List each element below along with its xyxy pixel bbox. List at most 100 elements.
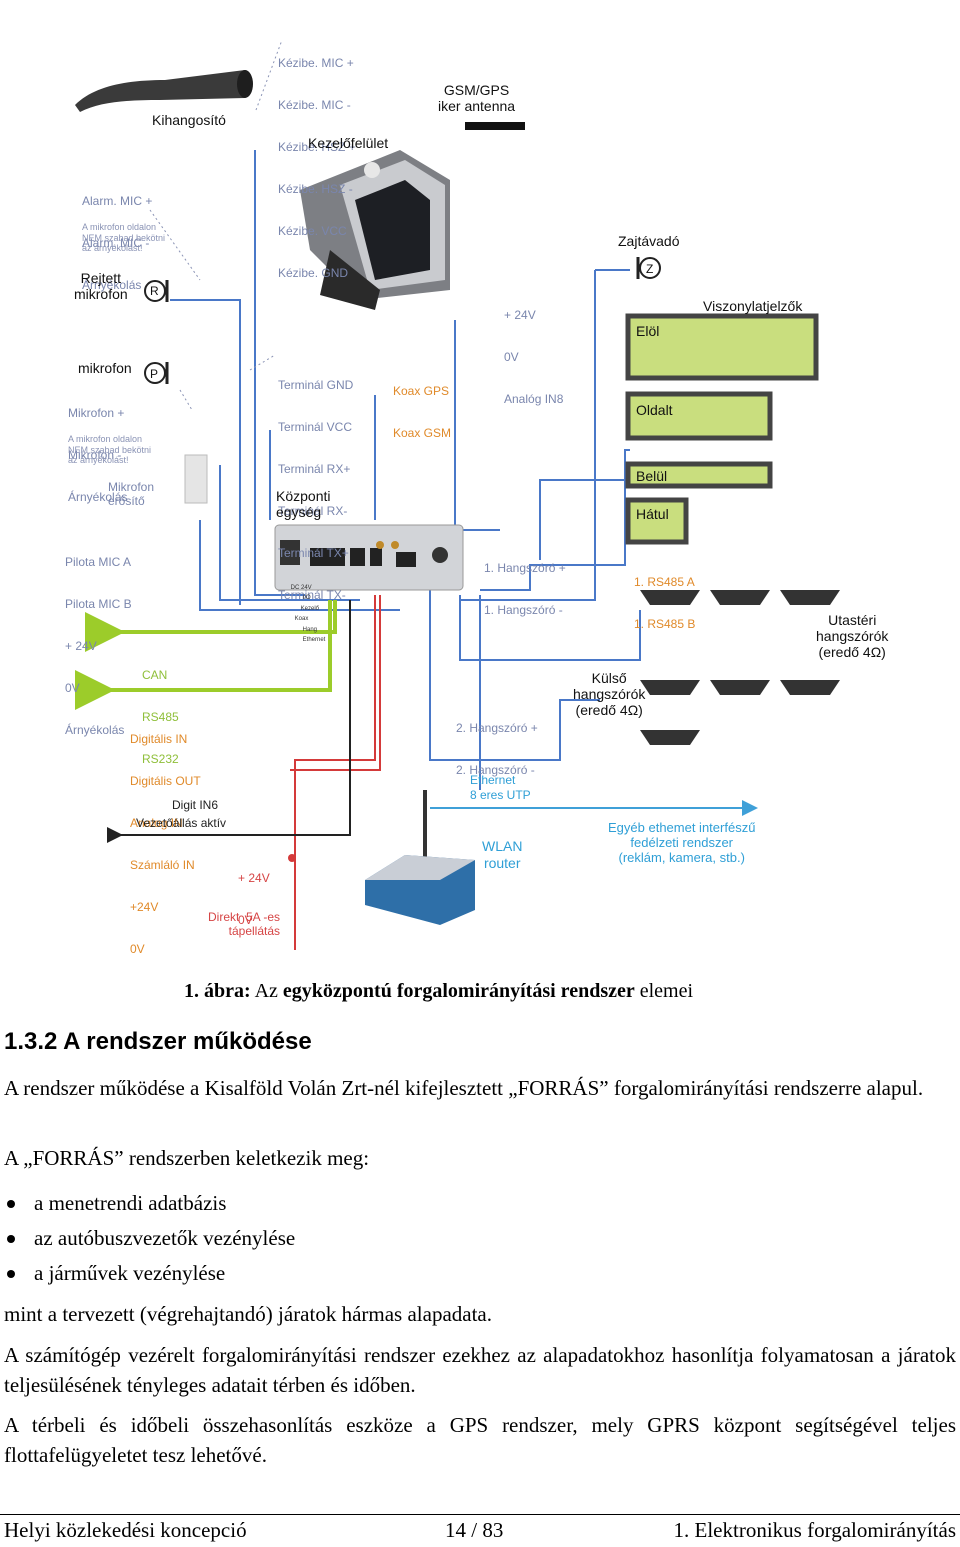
port-label-2: I/O — [302, 595, 311, 601]
power-analog-label-2: 0V — [504, 350, 519, 364]
alarm-labels: Alarm. MIC + Alarm. MIC - Árnyékolás — [82, 166, 152, 320]
unit-port-labels: DC 24V I/O Kezelő Koax Hang Ethernet — [284, 572, 326, 656]
terminal-device — [300, 150, 450, 310]
mic-label-2: Mikrofon - — [68, 448, 122, 462]
terminal-label-2: Terminál VCC — [278, 420, 353, 434]
can-label-3: RS232 — [142, 752, 179, 766]
mic-labels: Mikrofon + Mikrofon - Árnyékolás — [68, 378, 127, 532]
bullet-text: a járművek vezénylése — [34, 1261, 226, 1285]
caption-number: 1. ábra: — [184, 980, 251, 1002]
digitalis-labels: Digitális IN Digitális OUT Analog IN Szá… — [130, 704, 201, 984]
bullet-text: a menetrendi adatbázis — [34, 1191, 227, 1215]
hangszoro2-labels: 2. Hangszóró + 2. Hangszóró - — [456, 693, 538, 805]
power2-label-1: + 24V — [238, 871, 270, 885]
alarm-note: A mikrofon oldalon NEM szabad bekötni az… — [82, 222, 166, 253]
caption-pre: Az — [254, 980, 278, 1002]
mic-note: A mikrofon oldalon NEM szabad bekötni az… — [68, 434, 152, 465]
footer-left: Helyi közlekedési koncepció — [4, 1518, 247, 1542]
terminal-label-1: Terminál GND — [278, 378, 354, 392]
figure-caption: 1. ábra: Az egyközpontú forgalomirányítá… — [184, 980, 693, 1003]
rs485-labels: 1. RS485 A 1. RS485 B — [634, 547, 695, 659]
r-symbol: R — [150, 284, 159, 298]
blue-wires — [170, 150, 641, 790]
can-labels: CAN RS485 RS232 — [142, 640, 179, 794]
mic-label-3: Árnyékolás — [68, 490, 128, 504]
handset-shape — [75, 70, 253, 112]
digitalis-label-1: Digitális IN — [130, 732, 188, 746]
paragraph-2: A „FORRÁS” rendszerben keletkezik meg: — [4, 1146, 370, 1170]
kozponti-egyseg-label: Központi egység — [276, 488, 331, 520]
vezetoallas-label: Vezetőállás aktív — [136, 816, 227, 830]
gsm-antenna-label: GSM/GPS iker antenna — [438, 82, 516, 114]
utasteri-hangszorok-label: Utastéri hangszórók (eredő 4Ω) — [816, 612, 889, 660]
list-item: a járművek vezénylése — [4, 1256, 295, 1291]
rejtett-mikrofon-label: Rejtett mikrofon — [74, 270, 128, 302]
paragraph-3: mint a tervezett (végrehajtandó) járatok… — [4, 1302, 493, 1326]
rs485-label-1: 1. RS485 A — [634, 575, 695, 589]
display-oldalt-label: Oldalt — [636, 402, 673, 418]
terminal-labels: Terminál GND Terminál VCC Terminál RX+ T… — [278, 350, 353, 630]
can-label-2: RS485 — [142, 710, 179, 724]
footer-page-number: 14 / 83 — [445, 1518, 504, 1542]
rs485-label-2: 1. RS485 B — [634, 617, 696, 631]
port-label-6: Ethernet — [302, 637, 326, 643]
port-label-1: DC 24V — [290, 584, 312, 591]
bullet-list: a menetrendi adatbázis az autóbuszvezető… — [4, 1186, 295, 1291]
can-label-1: CAN — [142, 668, 168, 682]
caption-post: elemei — [639, 980, 694, 1002]
paragraph-1: A rendszer működése a Kisalföld Volán Zr… — [4, 1076, 924, 1100]
paragraph-4: A számítógép vezérelt forgalomirányítási… — [4, 1343, 956, 1397]
antenna-shape — [465, 122, 525, 130]
section-heading: 1.3.2 A rendszer működése — [4, 1028, 312, 1055]
koax-label-2: Koax GSM — [393, 426, 452, 440]
p-symbol: P — [150, 367, 159, 381]
alarm-label-2: Alarm. MIC - — [82, 236, 150, 250]
display-signs — [625, 313, 819, 545]
hangszoro1-label-2: 1. Hangszóró - — [484, 603, 563, 617]
router-shape — [365, 790, 475, 925]
digitalis-label-3: Analog IN — [130, 816, 183, 830]
kezibe-label-1: Kézibe. MIC + — [278, 56, 354, 70]
bullet-icon — [7, 1270, 15, 1278]
footer-divider — [0, 1514, 960, 1515]
koax-labels: Koax GPS Koax GSM — [393, 356, 451, 468]
kezibe-label-6: Kézibe. GND — [278, 266, 349, 280]
hangszoro2-label-2: 2. Hangszóró - — [456, 763, 535, 777]
power-analog-label-3: Analóg IN8 — [504, 392, 564, 406]
digitalis-label-2: Digitális OUT — [130, 774, 201, 788]
kezibe-label-4: Kézibe. HSZ - — [278, 182, 353, 196]
display-hatul-label: Hátul — [636, 506, 669, 522]
system-diagram: Kézibe. MIC + Kézibe. MIC - Kézibe. HSZ … — [40, 20, 960, 970]
alarm-label-3: Árnyékolás — [82, 278, 142, 292]
bullet-icon — [7, 1235, 15, 1243]
pilota-label-2: Pilota MIC B — [65, 597, 132, 611]
port-label-5: Hang — [302, 626, 318, 633]
power2-labels: + 24V 0V — [238, 843, 270, 955]
paragraph-5: A térbeli és időbeli összehasonlítás esz… — [4, 1413, 956, 1467]
speaker-shapes — [640, 590, 840, 745]
pilota-label-1: Pilota MIC A — [65, 555, 132, 569]
mic-label-1: Mikrofon + — [68, 406, 125, 420]
bullet-text: az autóbuszvezetők vezénylése — [34, 1226, 296, 1250]
hangszoro1-label-1: 1. Hangszóró + — [484, 561, 566, 575]
kulso-hangszorok-label: Külső hangszórók (eredő 4Ω) — [573, 670, 646, 718]
terminal-label-5: Terminál TX+ — [278, 546, 349, 560]
display-elol-label: Elöl — [636, 323, 660, 339]
ethernet-label: Ethernet 8 eres UTP — [470, 773, 531, 802]
central-unit-shape — [274, 524, 464, 591]
digitalis-label-6: 0V — [130, 942, 145, 956]
list-item: az autóbuszvezetők vezénylése — [4, 1221, 295, 1256]
kezibe-label-2: Kézibe. MIC - — [278, 98, 351, 112]
wlan-router-label: WLAN router — [482, 838, 523, 871]
bullet-icon — [7, 1200, 15, 1208]
port-label-4: Koax — [294, 616, 309, 622]
hangszoro2-label-1: 2. Hangszóró + — [456, 721, 538, 735]
alarm-label-1: Alarm. MIC + — [82, 194, 153, 208]
kezibe-label-3: Kézibe. HSZ + — [278, 140, 356, 154]
koax-label-1: Koax GPS — [393, 384, 450, 398]
port-label-3: Kezelő — [300, 605, 320, 612]
pilota-label-3: + 24V — [65, 639, 97, 653]
footer-right: 1. Elektronikus forgalomirányítás — [673, 1518, 956, 1542]
kezelofelulet-label: Kezelőfelület — [308, 135, 389, 151]
diagram-wiring — [75, 39, 840, 950]
